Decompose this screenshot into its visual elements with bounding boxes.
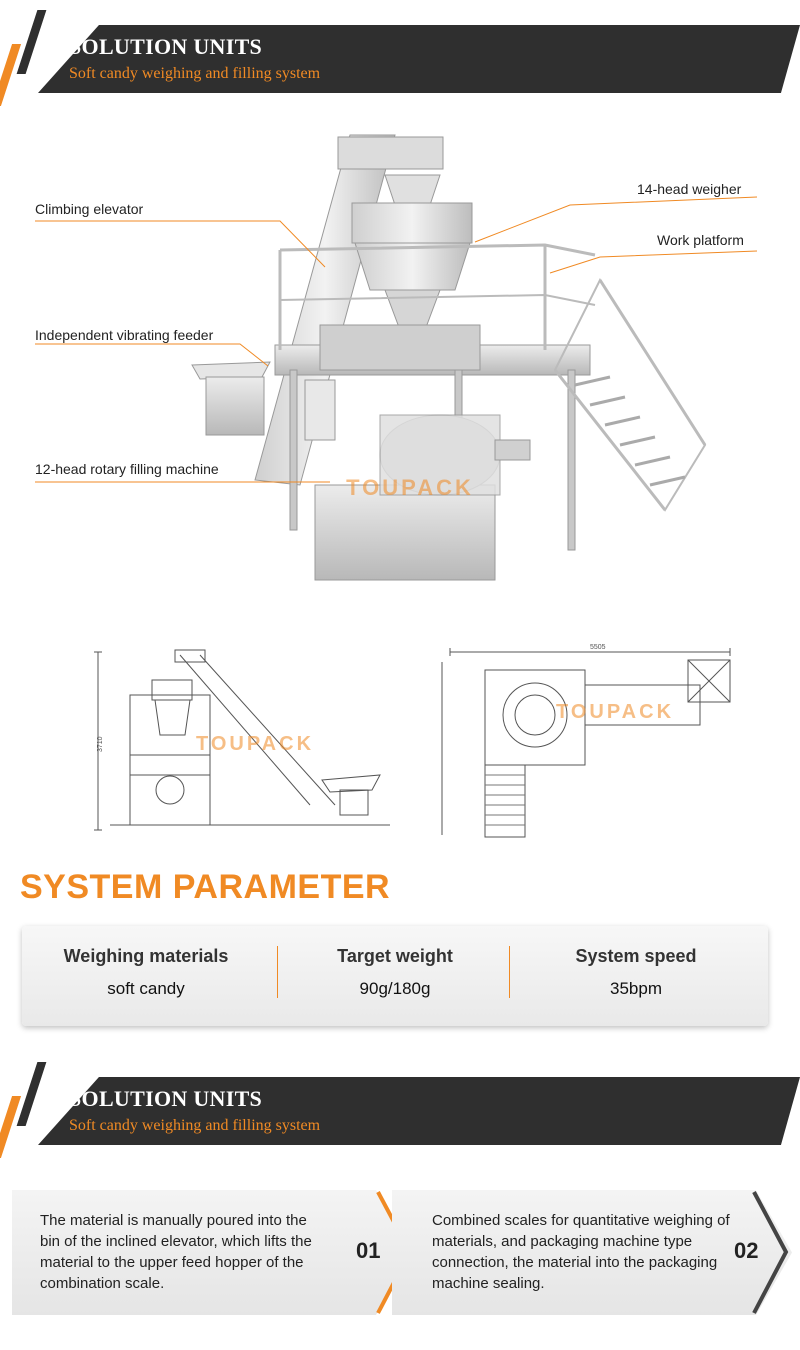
param-system-speed: System speed 35bpm [512,926,760,1026]
solution-units-header-bottom: SOLUTION UNITS Soft candy weighing and f… [0,1052,800,1158]
decorative-slash-orange [0,44,22,106]
watermark-text-drawing-left: TOUPACK [196,733,314,755]
callout-work-platform: Work platform [657,232,744,248]
height-dimension-label: 3710 [97,736,104,752]
param-target-weight: Target weight 90g/180g [271,926,519,1026]
param-label: Weighing materials [63,946,229,966]
system-parameter-title: SYSTEM PARAMETER [20,868,391,906]
decorative-slash-dark [16,10,47,74]
step-description: Combined scales for quantitative weighin… [432,1212,730,1292]
callout-weigher: 14-head weigher [637,181,742,197]
step-card-02: Combined scales for quantitative weighin… [392,1190,792,1315]
step-card-background [392,1190,792,1315]
param-label: System speed [575,946,697,966]
param-value: 35bpm [610,979,662,998]
header-title: SOLUTION UNITS [69,1086,263,1111]
step-description: The material is manually poured into the… [40,1212,312,1292]
step-number: 02 [734,1238,759,1263]
system-parameter-panel: Weighing materials soft candy Target wei… [22,926,768,1026]
param-divider [277,946,278,998]
step-card-background [12,1190,412,1315]
step-card-01: The material is manually poured into the… [12,1190,413,1315]
header-bar [38,25,800,93]
top-view-drawing [441,648,731,838]
decorative-slash-orange [0,1096,22,1158]
callout-vibrating-feeder: Independent vibrating feeder [35,327,214,343]
technical-drawings: 3710 5505 TOUPACK TOUPACK [94,644,731,838]
watermark-text: TOUPACK [346,475,474,500]
param-value: soft candy [107,979,185,998]
solution-units-header-top: SOLUTION UNITS Soft candy weighing and f… [0,0,800,106]
param-divider [509,946,510,998]
width-dimension-label: 5505 [590,644,606,651]
callout-climbing-elevator: Climbing elevator [35,201,144,217]
callout-lines [35,196,758,483]
header-subtitle: Soft candy weighing and filling system [69,65,321,82]
param-value: 90g/180g [359,979,431,998]
machine-drawing: TOUPACK [191,134,707,581]
step-number: 01 [356,1238,381,1263]
side-view-drawing [94,649,390,831]
decorative-slash-dark [16,1062,47,1126]
arrow-chevron-icon [752,1191,789,1314]
callout-filling-machine: 12-head rotary filling machine [35,461,219,477]
machine-illustration: TOUPACK Climbing elevator 14-head weighe… [0,115,800,635]
header-title: SOLUTION UNITS [69,34,263,59]
param-weighing-materials: Weighing materials soft candy [22,926,270,1026]
watermark-text-drawing-right: TOUPACK [556,701,674,723]
header-bar [38,1077,800,1145]
param-label: Target weight [337,946,453,966]
header-subtitle: Soft candy weighing and filling system [69,1117,321,1134]
